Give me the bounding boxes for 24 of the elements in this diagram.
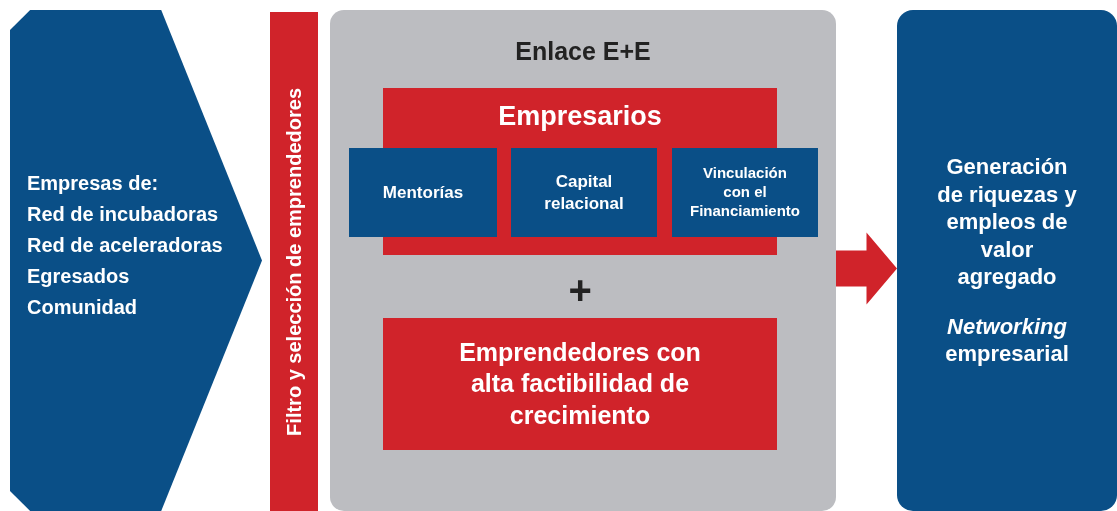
filter-bar — [270, 12, 318, 511]
group-box — [383, 318, 777, 450]
node-label: Capital relacional — [543, 171, 625, 214]
node-note: Networking empresarial — [944, 312, 1070, 368]
node-label: Filtro y selección de emprendedores — [281, 87, 306, 436]
chevron-shape — [10, 10, 262, 511]
panel-title: Enlace E+E — [515, 36, 651, 67]
plus-sign: + — [568, 270, 592, 310]
node-label: Vinculación con el Financiamiento — [690, 164, 800, 221]
node-note: Red de incubadoras — [27, 202, 219, 227]
node-label: Empresas de: — [27, 171, 159, 196]
node-note: Red de aceleradoras — [27, 233, 223, 258]
item-box — [511, 148, 657, 237]
block-arrow — [836, 232, 897, 305]
node-label: Empresarios — [498, 100, 662, 133]
node-label: Mentorías — [382, 181, 464, 204]
result-box — [897, 10, 1117, 511]
panel — [330, 10, 836, 511]
node-note: Egresados — [27, 264, 130, 289]
node-label: Emprendedores con alta factibilidad de crecimiento — [458, 337, 702, 431]
item-box — [349, 148, 497, 237]
node-note: Comunidad — [27, 295, 137, 320]
item-box — [672, 148, 818, 237]
node-label: Generación de riquezas y empleos de valor agregado — [936, 153, 1078, 291]
